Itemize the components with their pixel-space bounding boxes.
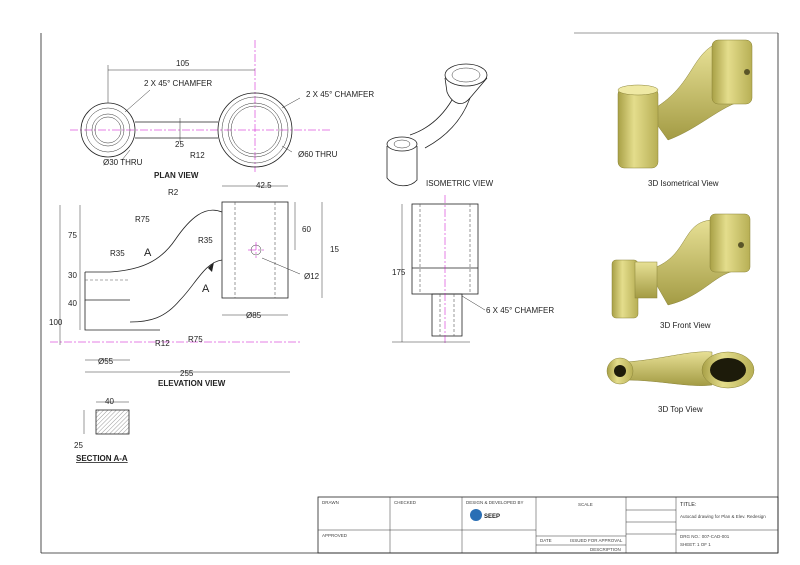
elev-dim-hole: Ø12 [304, 272, 320, 281]
side-view: 175 6 X 45° CHAMFER [392, 195, 554, 345]
tb-status: ISSUED FOR APPROVAL [570, 538, 623, 543]
plan-hole-left: Ø30 THRU [103, 158, 143, 167]
section-marker-a2: A [202, 283, 210, 295]
section-a-a: 40 25 SECTION A-A [74, 397, 130, 463]
elev-r35-right: R35 [198, 236, 213, 245]
tb-description: DESCRIPTION [590, 547, 621, 552]
isometric-view-title: ISOMETRIC VIEW [426, 179, 494, 188]
render-top-caption: 3D Top View [658, 405, 703, 414]
elev-dim-60: 60 [302, 225, 311, 234]
plan-view: 105 2 X 45° CHAMFER 2 X 45° CHAMFER 25 R… [70, 40, 374, 180]
plan-chamfer-right: 2 X 45° CHAMFER [306, 90, 374, 99]
tb-approved: APPROVED [322, 533, 348, 538]
side-chamfer: 6 X 45° CHAMFER [486, 306, 554, 315]
elev-r12: R12 [155, 339, 170, 348]
render-front-caption: 3D Front View [660, 321, 711, 330]
elev-dim-top: 42.5 [256, 181, 272, 190]
tb-checked: CHECKED [394, 500, 417, 505]
tb-sheet: SHEET: 1 OF 1 [680, 542, 711, 547]
section-marker-a1: A [144, 247, 152, 259]
elev-dim-40: 40 [68, 299, 77, 308]
section-dim-40: 40 [105, 397, 114, 406]
elev-dim-boss: Ø85 [246, 311, 262, 320]
isometric-line-view: ISOMETRIC VIEW [386, 63, 494, 188]
tb-drawing-no: DRG NO.: 007-CAD-001 [680, 534, 730, 539]
elev-r75-bottom: R75 [188, 335, 203, 344]
elev-dim-30: 30 [68, 271, 77, 280]
tb-designed: DESIGN & DEVELOPED BY [466, 500, 524, 505]
elev-r35-left: R35 [110, 249, 125, 258]
elevation-view-title: ELEVATION VIEW [158, 379, 226, 388]
plan-dim-overall: 105 [176, 59, 190, 68]
side-dim-175: 175 [392, 268, 406, 277]
plan-hole-right: Ø60 THRU [298, 150, 338, 159]
render-front: 3D Front View [611, 213, 751, 330]
elev-dim-100: 100 [49, 318, 63, 327]
tb-scale: SCALE [578, 502, 593, 507]
elev-dim-15: 15 [330, 245, 339, 254]
tb-title-label: TITLE: [680, 502, 697, 508]
tb-logo-text: SEEP [484, 514, 500, 520]
plan-view-title: PLAN VIEW [154, 171, 199, 180]
title-block: DRAWN CHECKED DESIGN & DEVELOPED BY SEEP… [317, 496, 779, 554]
logo-icon [470, 509, 482, 521]
plan-radius: R12 [190, 151, 205, 160]
elevation-view: 75 30 40 100 R2 R75 R35 R35 R12 R75 A A … [49, 181, 339, 388]
plan-dim-offset: 25 [175, 140, 184, 149]
plan-chamfer-left: 2 X 45° CHAMFER [144, 79, 212, 88]
section-title: SECTION A-A [76, 454, 128, 463]
render-isometric: 3D Isometrical View [617, 39, 753, 188]
elev-dim-75: 75 [68, 231, 77, 240]
render-top: 3D Top View [606, 351, 755, 414]
elev-dim-base: Ø55 [98, 357, 114, 366]
elev-r75-top: R75 [135, 215, 150, 224]
elev-r2: R2 [168, 188, 179, 197]
section-dim-25: 25 [74, 441, 83, 450]
tb-date: DATE [540, 538, 552, 543]
tb-title-value: Autocad drawing for Plan & Elev. Redesig… [680, 514, 766, 519]
render-iso-caption: 3D Isometrical View [648, 179, 719, 188]
tb-drawn: DRAWN [322, 500, 339, 505]
elev-dim-overall: 255 [180, 369, 194, 378]
